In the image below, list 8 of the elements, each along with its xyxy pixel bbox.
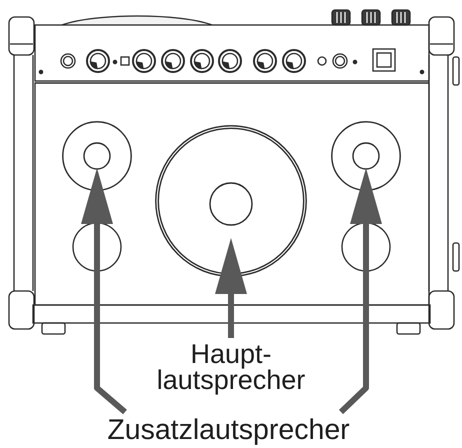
speaker-label: Zusatzlautsprecher [103, 415, 354, 445]
large-speaker [155, 125, 307, 277]
small-speaker [62, 121, 132, 191]
small-speaker [331, 121, 401, 191]
arrow [338, 168, 382, 414]
speaker-label: Haupt- lautsprecher [153, 341, 309, 393]
arrow [81, 168, 127, 414]
arrow [215, 238, 247, 338]
